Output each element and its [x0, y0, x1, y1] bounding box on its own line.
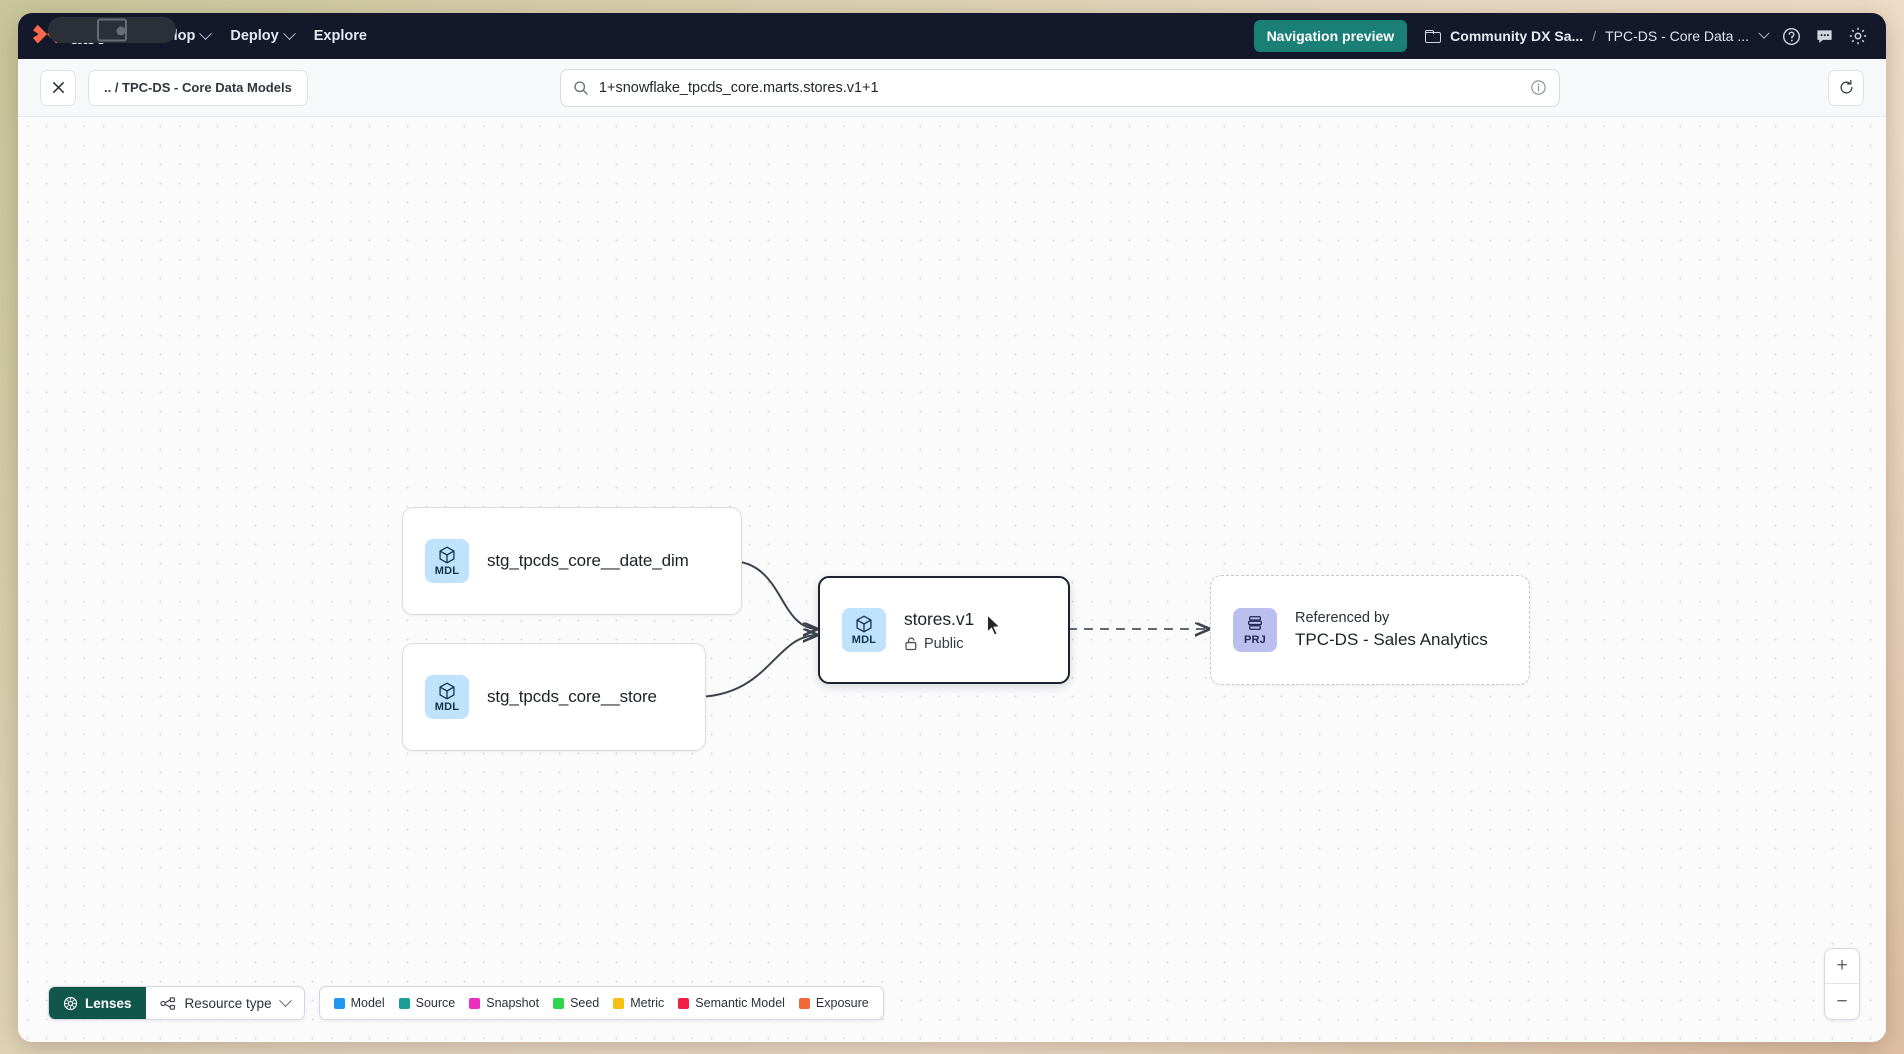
zoom-out-button[interactable]: −: [1836, 990, 1848, 1012]
legend-swatch: [553, 997, 565, 1009]
node-kicker: Referenced by: [1295, 610, 1390, 626]
project-badge-label: PRJ: [1244, 634, 1266, 646]
node-label: stg_tpcds_core__date_dim: [487, 551, 689, 571]
folder-icon: [1425, 29, 1442, 43]
explore-toolbar: .. / TPC-DS - Core Data Models: [18, 59, 1886, 117]
legend-label: Source: [415, 996, 456, 1010]
header-breadcrumb: Community DX Sa... / TPC-DS - Core Data …: [1425, 27, 1770, 44]
chevron-down-icon[interactable]: [1758, 27, 1770, 39]
model-badge: MDL: [425, 675, 469, 719]
nav-item-deploy-label: Deploy: [230, 28, 279, 44]
browser-window: dbt Develop Deploy Explore Navigation pr…: [18, 13, 1886, 1042]
layers-icon: [1248, 616, 1262, 630]
model-badge-label: MDL: [434, 701, 460, 713]
node-title: stg_tpcds_core__store: [487, 687, 657, 706]
chevron-down-icon: [282, 26, 296, 40]
nav-item-explore[interactable]: Explore: [304, 22, 377, 50]
nav-item-explore-label: Explore: [313, 28, 367, 44]
legend-item-metric: Metric: [613, 996, 664, 1010]
feedback-icon[interactable]: [1815, 27, 1834, 46]
legend-swatch: [333, 997, 345, 1009]
lineage-graph-canvas[interactable]: MDL stg_tpcds_core__date_dim MDL stg_tpc…: [18, 117, 1886, 1042]
legend-swatch: [678, 997, 690, 1009]
legend-label: Semantic Model: [695, 996, 785, 1010]
lineage-breadcrumb-button[interactable]: .. / TPC-DS - Core Data Models: [88, 69, 308, 106]
search-icon: [574, 80, 588, 95]
node-access-label: Public: [924, 635, 964, 652]
legend-item-seed: Seed: [553, 996, 599, 1010]
unlock-icon: [905, 637, 917, 651]
breadcrumb-project[interactable]: TPC-DS - Core Data ...: [1605, 28, 1749, 44]
node-label: stg_tpcds_core__store: [487, 687, 657, 707]
close-icon: [52, 82, 64, 93]
model-badge-label: MDL: [851, 634, 877, 646]
legend-swatch: [613, 997, 625, 1009]
node-label: Referenced by TPC-DS - Sales Analytics: [1295, 610, 1488, 650]
legend-swatch: [398, 997, 410, 1009]
lineage-edges: [693, 560, 1886, 698]
resource-type-dropdown[interactable]: Resource type: [146, 987, 304, 1019]
chevron-down-icon: [199, 26, 213, 40]
legend-item-exposure: Exposure: [798, 996, 869, 1010]
navigation-preview-button[interactable]: Navigation preview: [1253, 20, 1408, 52]
legend-label: Metric: [630, 996, 665, 1010]
legend-item-semantic-model: Semantic Model: [678, 996, 785, 1010]
node-title: stg_tpcds_core__date_dim: [487, 551, 689, 570]
refresh-button[interactable]: [1828, 69, 1864, 106]
search-input[interactable]: [598, 79, 1530, 96]
nodes-icon: [159, 996, 175, 1010]
legend-label: Snapshot: [486, 996, 540, 1010]
search-bar[interactable]: [559, 68, 1560, 107]
breadcrumb-separator: /: [1592, 28, 1597, 44]
node-title: stores.v1: [904, 608, 975, 629]
help-icon[interactable]: [1782, 27, 1801, 46]
lenses-button[interactable]: Lenses: [49, 987, 146, 1019]
legend-label: Exposure: [815, 996, 869, 1010]
legend-item-snapshot: Snapshot: [469, 996, 539, 1010]
resource-type-legend: Model Source Snapshot Seed Metric: [318, 986, 884, 1020]
lineage-node-sales-analytics[interactable]: PRJ Referenced by TPC-DS - Sales Analyti…: [1210, 575, 1530, 685]
search-area: [308, 68, 1812, 107]
top-navigation-bar: dbt Develop Deploy Explore Navigation pr…: [18, 13, 1886, 59]
legend-swatch: [469, 997, 481, 1009]
lineage-node-stores-v1[interactable]: MDL stores.v1 Public: [818, 576, 1070, 684]
node-title: TPC-DS - Sales Analytics: [1295, 630, 1488, 649]
nav-item-deploy[interactable]: Deploy: [220, 22, 303, 50]
project-badge: PRJ: [1233, 608, 1277, 652]
zoom-in-button[interactable]: +: [1825, 949, 1859, 984]
legend-label: Seed: [570, 996, 600, 1010]
model-badge: MDL: [425, 539, 469, 583]
legend-label: Model: [350, 996, 385, 1010]
settings-gear-icon[interactable]: [1848, 26, 1868, 46]
node-access: Public: [904, 636, 974, 652]
cube-icon: [439, 682, 455, 700]
cube-icon: [856, 615, 872, 633]
chevron-down-icon: [278, 993, 292, 1007]
legend-item-model: Model: [333, 996, 385, 1010]
node-label: stores.v1 Public: [904, 609, 974, 652]
lenses-group: Lenses Resource type: [48, 986, 305, 1020]
legend-item-source: Source: [398, 996, 456, 1010]
info-icon[interactable]: [1530, 79, 1547, 96]
close-lineage-button[interactable]: [40, 69, 76, 106]
zoom-controls: + −: [1824, 948, 1860, 1020]
lens-icon: [63, 996, 78, 1010]
model-badge-label: MDL: [434, 565, 460, 577]
graph-bottom-controls: Lenses Resource type Model: [48, 986, 884, 1020]
breadcrumb-account[interactable]: Community DX Sa...: [1450, 28, 1584, 44]
lineage-node-store[interactable]: MDL stg_tpcds_core__store: [402, 643, 706, 751]
refresh-icon: [1839, 79, 1853, 94]
resource-type-label: Resource type: [184, 995, 272, 1011]
lenses-label: Lenses: [85, 995, 132, 1011]
cube-icon: [439, 546, 455, 564]
webcam-notch: [48, 17, 176, 43]
legend-swatch: [798, 997, 810, 1009]
lineage-node-date-dim[interactable]: MDL stg_tpcds_core__date_dim: [402, 507, 742, 615]
model-badge: MDL: [842, 608, 886, 652]
